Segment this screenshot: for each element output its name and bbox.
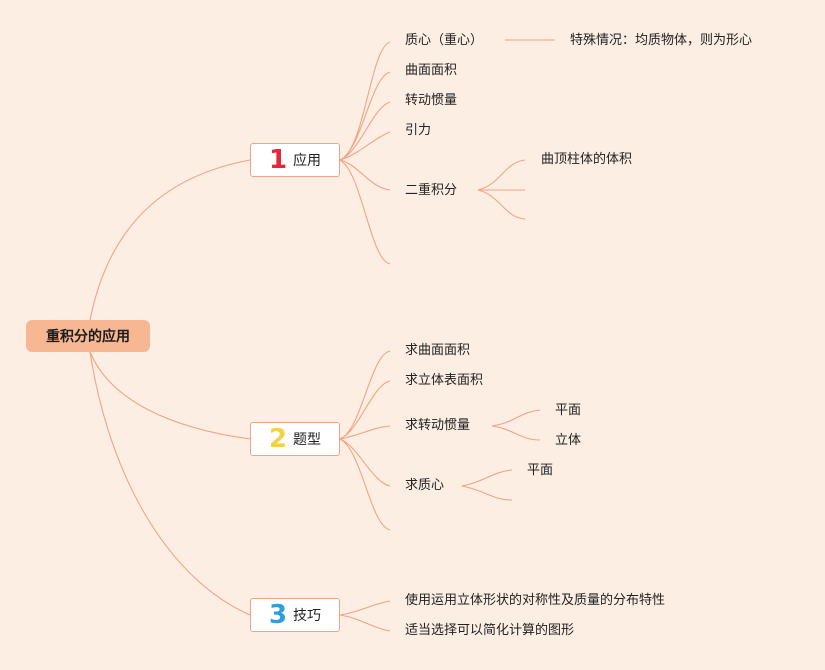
edge-b2-c4-g1: [461, 469, 513, 487]
topic-node[interactable]: 求质心: [405, 478, 445, 493]
topic-node[interactable]: 曲面面积: [405, 63, 458, 78]
edge-b2-c3-g1: [491, 409, 541, 427]
root-label: 重积分的应用: [46, 329, 130, 345]
edge-root-to-branch-1: [89, 159, 251, 321]
topic-node[interactable]: 使用运用立体形状的对称性及质量的分布特性: [405, 593, 666, 608]
branch-node-2[interactable]: 2 题型: [250, 422, 340, 456]
edge-b1-c5: [339, 159, 391, 191]
edge-b1-c5-g3: [477, 189, 526, 220]
edge-b1-c6: [339, 159, 391, 265]
branch-label-1: 应用: [293, 153, 321, 169]
branch-label-3: 技巧: [293, 608, 321, 624]
edge-b1-c2: [339, 71, 391, 161]
topic-node[interactable]: 曲顶柱体的体积: [541, 152, 633, 167]
edge-b1-c5-g1: [477, 159, 526, 191]
edge-b2-c2: [339, 380, 391, 440]
edge-b3-c1: [339, 600, 391, 616]
branch-node-1[interactable]: 1 应用: [250, 143, 340, 177]
edge-b2-c4-g2: [461, 485, 513, 501]
edge-b2-c3-g2: [491, 425, 541, 441]
topic-node[interactable]: 求转动惯量: [405, 418, 471, 433]
topic-node[interactable]: 求曲面面积: [405, 343, 471, 358]
edge-b2-c5: [339, 438, 391, 531]
topic-node[interactable]: 立体: [555, 433, 582, 448]
topic-node[interactable]: 求立体表面积: [405, 373, 484, 388]
branch-number-1: 1: [269, 145, 288, 175]
topic-node[interactable]: 平面: [527, 463, 554, 478]
edge-b2-c3: [339, 425, 391, 440]
topic-node[interactable]: 特殊情况：均质物体，则为形心: [570, 33, 753, 48]
topic-node[interactable]: 质心（重心）: [405, 33, 484, 48]
edge-b2-c1: [339, 350, 391, 440]
edge-root-to-branch-3: [89, 351, 251, 616]
topic-node[interactable]: 二重积分: [405, 183, 458, 198]
root-node[interactable]: 重积分的应用: [26, 320, 150, 352]
edge-b1-c4: [339, 131, 391, 161]
topic-node[interactable]: 平面: [555, 403, 582, 418]
branch-number-3: 3: [269, 600, 288, 630]
topic-node[interactable]: 引力: [405, 123, 432, 138]
edge-b1-c3: [339, 101, 391, 161]
edge-b1-c1: [339, 41, 391, 161]
branch-number-2: 2: [269, 424, 288, 454]
edge-b2-c4: [339, 438, 391, 487]
edge-b3-c2: [339, 614, 391, 632]
branch-node-3[interactable]: 3 技巧: [250, 598, 340, 632]
edge-root-to-branch-2: [89, 351, 251, 440]
branch-label-2: 题型: [293, 432, 321, 448]
topic-node[interactable]: 转动惯量: [405, 93, 458, 108]
topic-node[interactable]: 适当选择可以简化计算的图形: [405, 623, 575, 638]
